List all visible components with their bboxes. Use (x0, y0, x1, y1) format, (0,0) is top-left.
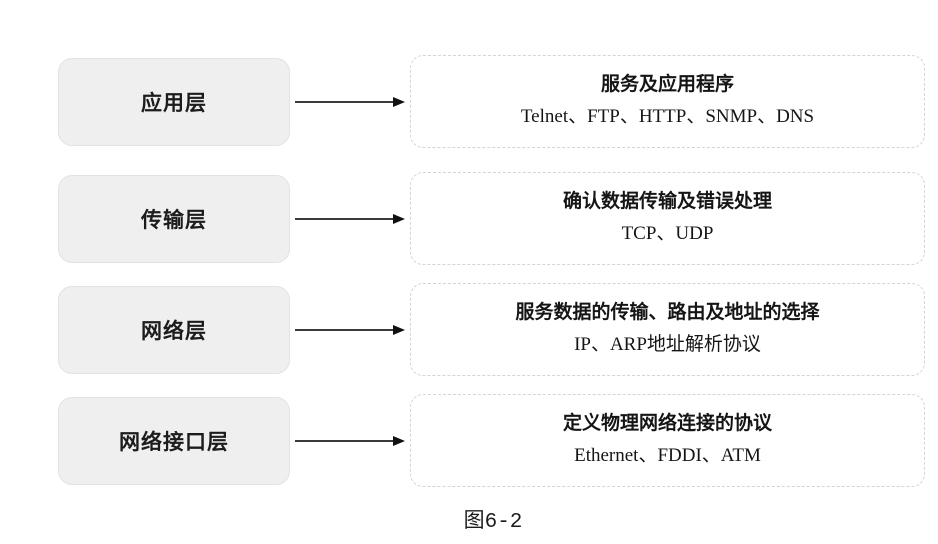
right-arrow-icon (295, 213, 405, 224)
layer-row-network-interface: 网络接口层 定义物理网络连接的协议 Ethernet、FDDI、ATM (58, 394, 925, 487)
right-arrow-icon (295, 435, 405, 446)
arrow-zone (290, 435, 410, 446)
detail-title: 定义物理网络连接的协议 (562, 413, 772, 435)
right-arrow-icon (295, 324, 405, 335)
detail-box-transport: 确认数据传输及错误处理 TCP、UDP (410, 172, 925, 265)
arrow-zone (290, 324, 410, 335)
layer-label: 应用层 (141, 91, 207, 115)
detail-protocols: Telnet、FTP、HTTP、SNMP、DNS (520, 106, 815, 127)
arrow-zone (290, 96, 410, 107)
layer-box-network-interface: 网络接口层 (58, 396, 290, 485)
detail-box-network: 服务数据的传输、路由及地址的选择 IP、ARP地址解析协议 (410, 283, 925, 376)
detail-box-network-interface: 定义物理网络连接的协议 Ethernet、FDDI、ATM (410, 394, 925, 487)
detail-protocols: Ethernet、FDDI、ATM (574, 445, 761, 466)
layer-label: 传输层 (141, 208, 207, 232)
layer-row-transport: 传输层 确认数据传输及错误处理 TCP、UDP (58, 172, 925, 265)
detail-title: 服务及应用程序 (600, 74, 734, 96)
arrow-zone (290, 213, 410, 224)
figure-caption: 图6-2 (463, 511, 523, 534)
layer-row-application: 应用层 服务及应用程序 Telnet、FTP、HTTP、SNMP、DNS (58, 55, 925, 148)
detail-protocols: TCP、UDP (621, 223, 714, 244)
layer-box-application: 应用层 (58, 57, 290, 146)
detail-box-application: 服务及应用程序 Telnet、FTP、HTTP、SNMP、DNS (410, 55, 925, 148)
detail-title: 服务数据的传输、路由及地址的选择 (515, 302, 820, 324)
right-arrow-icon (295, 96, 405, 107)
layer-row-network: 网络层 服务数据的传输、路由及地址的选择 IP、ARP地址解析协议 (58, 283, 925, 376)
layer-box-network: 网络层 (58, 285, 290, 374)
detail-protocols: IP、ARP地址解析协议 (574, 334, 761, 355)
detail-title: 确认数据传输及错误处理 (562, 191, 772, 213)
layer-label: 网络层 (141, 319, 207, 343)
layer-box-transport: 传输层 (58, 174, 290, 263)
layer-label: 网络接口层 (119, 430, 229, 454)
